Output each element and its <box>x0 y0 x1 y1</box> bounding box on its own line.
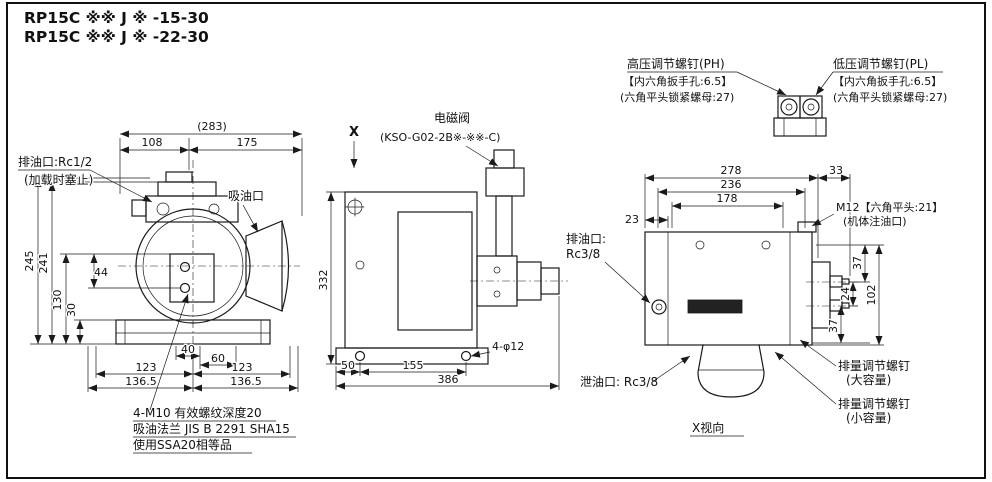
title-line-2: RP15C ※※ J ※ -22-30 <box>24 28 209 46</box>
dim-245: 245 <box>23 251 36 272</box>
label-drain-front-note: (加载时塞止) <box>24 172 93 187</box>
nameplate <box>687 299 743 314</box>
label-m12: M12【六角平头:21】 <box>836 201 943 214</box>
m12-oil-fill-plug <box>797 221 817 233</box>
dim-175: 175 <box>237 136 258 149</box>
dim-102: 102 <box>865 285 878 306</box>
dim-mount-holes: 4-φ12 <box>492 340 524 353</box>
label-low-pressure: 低压调节螺钉(PL) <box>833 57 928 71</box>
rear-dimensions: 278 33 236 178 23 102 37 24 37 <box>624 163 884 346</box>
dim-278: 278 <box>721 164 742 177</box>
dim-283: (283) <box>197 120 227 133</box>
label-disp-small: 排量调节螺钉 <box>838 397 910 411</box>
rear-labels: 排油口: Rc3/8 M12【六角平头:21】 (机体注油口) 泄油口: Rc3… <box>565 200 944 437</box>
dim-60: 60 <box>211 352 225 365</box>
label-high-pressure: 高压调节螺钉(PH) <box>627 56 725 71</box>
front-labels: 排油口:Rc1/2 (加载时塞止) 吸油口 4-M10 有效螺纹深度20 吸油法… <box>17 154 296 454</box>
dim-155: 155 <box>403 359 424 372</box>
suction-bell <box>697 344 765 398</box>
dim-44: 44 <box>94 266 108 279</box>
dim-236: 236 <box>721 178 742 191</box>
label-drain-rear-2: Rc3/8 <box>566 247 600 261</box>
label-drain-bottom: 泄油口: Rc3/8 <box>580 375 658 389</box>
dim-123-left: 123 <box>136 361 157 374</box>
label-high-pressure-locknut: (六角平头锁紧螺母:27) <box>620 90 734 104</box>
label-solenoid-valve: 电磁阀 <box>434 110 470 125</box>
pressure-screw-callouts: 高压调节螺钉(PH) 【内六角扳手孔:6.5】 (六角平头锁紧螺母:27) 低压… <box>619 55 949 137</box>
mount-hole <box>460 350 472 362</box>
side-view <box>335 149 568 365</box>
label-suction-front: 吸油口 <box>228 189 264 203</box>
drain-port-rc12 <box>156 202 170 216</box>
label-drain-rear-1: 排油口: <box>566 232 606 246</box>
label-low-pressure-wrench: 【内六角扳手孔:6.5】 <box>833 74 942 88</box>
dim-178: 178 <box>717 192 738 205</box>
label-disp-small-note: (小容量) <box>846 410 891 425</box>
label-drain-front: 排油口:Rc1/2 <box>18 155 92 169</box>
dim-241: 241 <box>37 253 50 274</box>
x-direction-marker: X <box>349 125 359 140</box>
label-disp-large-note: (大容量) <box>846 372 891 387</box>
title-line-1: RP15C ※※ J ※ -15-30 <box>24 9 209 27</box>
note-flange-2: 吸油法兰 JIS B 2291 SHA15 <box>133 422 290 436</box>
note-flange-3: 使用SSA20相等品 <box>133 437 232 452</box>
dim-130: 130 <box>51 290 64 311</box>
dim-37-top: 37 <box>851 256 864 270</box>
label-solenoid-model: (KSO-G02-2B※-※※-C) <box>380 131 500 144</box>
label-low-pressure-locknut: (六角平头锁紧螺母:27) <box>833 90 947 104</box>
label-high-pressure-wrench: 【内六角扳手孔:6.5】 <box>623 74 732 88</box>
dim-24: 24 <box>839 287 852 301</box>
front-view <box>115 160 300 358</box>
note-flange-1: 4-M10 有效螺纹深度20 <box>133 405 262 420</box>
front-dimensions: (283) 108 175 245 241 130 30 44 40 60 <box>22 119 303 392</box>
mount-hole <box>354 350 366 362</box>
drain-port-rc38 <box>651 299 667 315</box>
dim-23: 23 <box>625 213 639 226</box>
port-plate <box>169 253 215 303</box>
base-plate <box>335 347 489 365</box>
label-x-view: X视向 <box>692 420 724 435</box>
label-disp-large: 排量调节螺钉 <box>838 359 910 373</box>
dim-386: 386 <box>438 373 459 386</box>
dim-136-right: 136.5 <box>230 375 262 388</box>
label-m12-note: (机体注油口) <box>843 214 907 228</box>
pump-body-circle <box>135 208 251 324</box>
mounting-base <box>115 319 271 345</box>
side-labels-dimensions: X 电磁阀 (KSO-G02-2B※-※※-C) 332 50 155 386 … <box>316 109 560 390</box>
dim-123-right: 123 <box>232 361 253 374</box>
adjuster-housing <box>811 261 831 329</box>
dim-33: 33 <box>829 164 843 177</box>
dim-108: 108 <box>142 136 163 149</box>
dim-50: 50 <box>341 359 355 372</box>
screw-block <box>773 117 827 137</box>
dim-136-left: 136.5 <box>125 375 157 388</box>
dim-30: 30 <box>65 303 78 317</box>
dim-40: 40 <box>181 343 195 356</box>
dim-37-bottom: 37 <box>827 319 840 333</box>
dim-332: 332 <box>317 270 330 291</box>
